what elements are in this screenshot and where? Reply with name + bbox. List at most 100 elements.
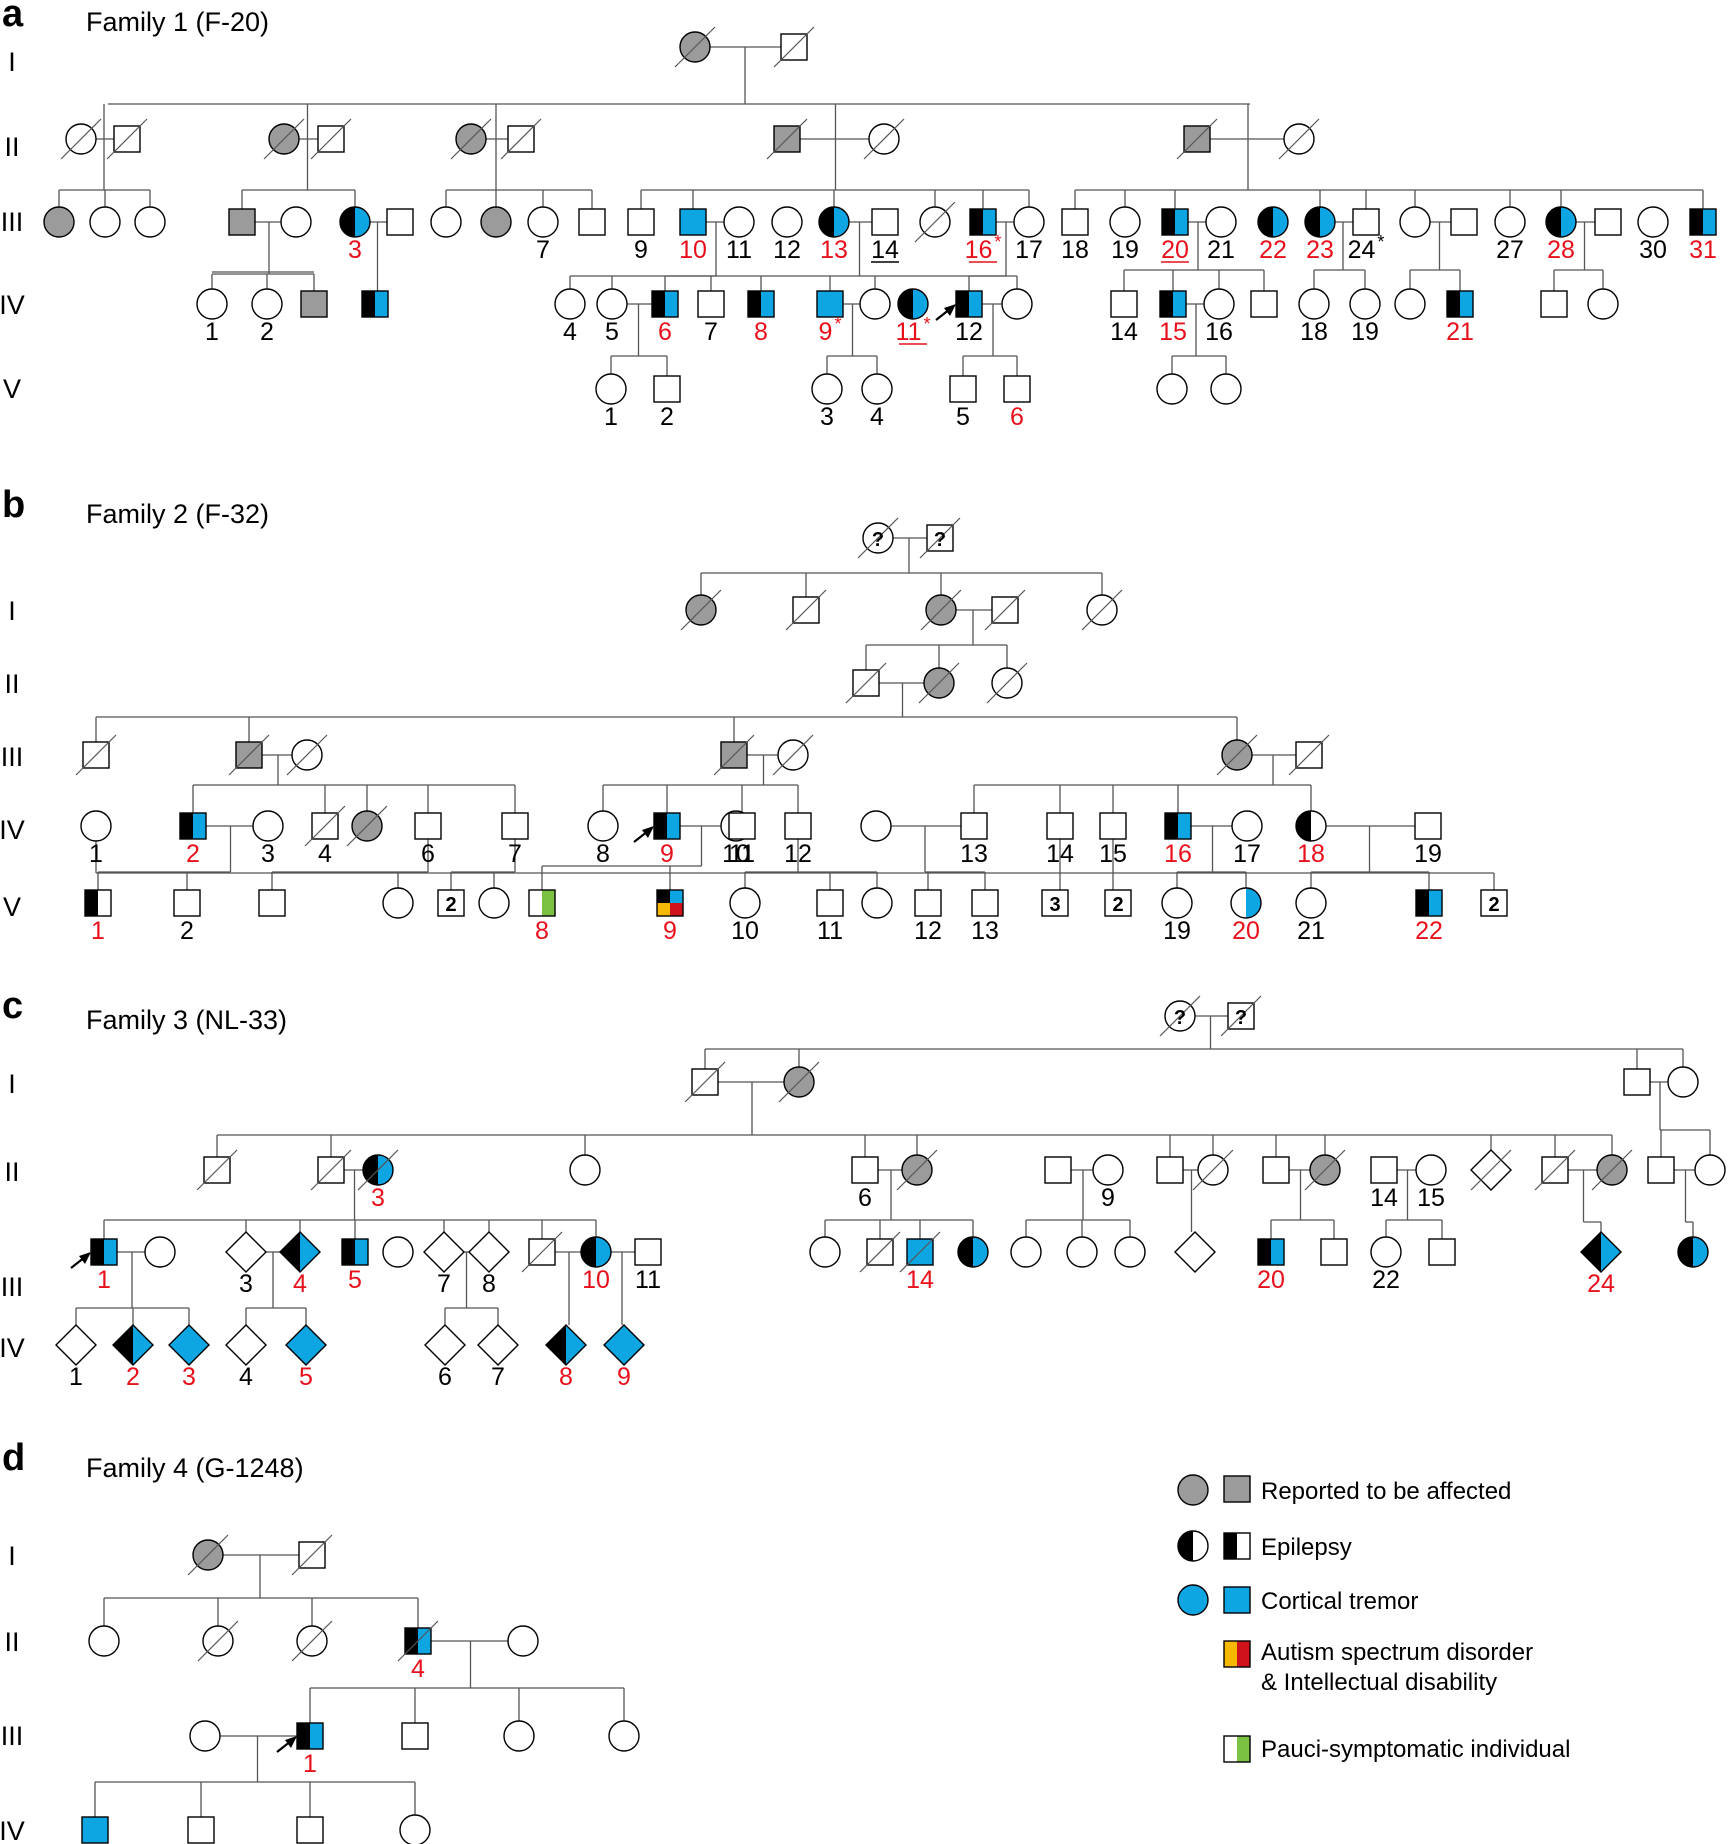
individual-female xyxy=(1304,1149,1346,1191)
deceased-slash xyxy=(766,118,808,160)
individual-female: 30 xyxy=(1637,206,1669,264)
individual-male xyxy=(1428,1238,1456,1266)
individual-male: 10 xyxy=(679,208,707,264)
deceased-slash xyxy=(986,662,1028,704)
generation-label: IV xyxy=(0,815,25,845)
deceased-slash xyxy=(863,118,905,160)
individual-id-label: 4 xyxy=(239,1363,253,1391)
individual-id-label: 6 xyxy=(1010,403,1024,431)
individual-male: 2 xyxy=(437,889,465,917)
individual-female: 27 xyxy=(1494,206,1526,264)
individual-male xyxy=(1288,734,1330,776)
individual-female: ? xyxy=(857,517,899,559)
legend-item-pauci: Pauci-symptomatic individual xyxy=(1223,1735,1570,1763)
individual-female xyxy=(772,734,814,776)
individual-female xyxy=(1694,1154,1726,1186)
individual-female xyxy=(1591,1149,1633,1191)
deceased-slash xyxy=(291,1534,333,1576)
individual-id-label: 15 xyxy=(1099,840,1127,868)
individual-sex-unknown: 3 xyxy=(225,1231,267,1298)
symbol-inner-text: 2 xyxy=(1488,894,1499,916)
individual-male xyxy=(578,208,606,236)
generation-label: I xyxy=(8,1541,16,1571)
individual-male xyxy=(1623,1068,1651,1096)
deceased-slash xyxy=(713,734,755,776)
individual-female: 10 xyxy=(729,887,761,945)
individual-male: 3 xyxy=(1041,889,1069,917)
individual-male xyxy=(228,208,256,236)
individual-female xyxy=(187,1534,229,1576)
individual-male: 12 xyxy=(784,812,812,868)
individual-male: 19 xyxy=(1414,812,1442,868)
individual-female xyxy=(1587,288,1619,320)
deceased-slash xyxy=(896,1149,938,1191)
individual-sex-unknown: 8 xyxy=(545,1324,587,1391)
individual-id-label: 12 xyxy=(914,917,942,945)
individual-id-label: 19 xyxy=(1111,236,1139,264)
individual-id-label: 13 xyxy=(960,840,988,868)
legend-square-icon xyxy=(1223,1735,1251,1763)
individual-female: 1 xyxy=(196,288,228,346)
individual-female: 3 xyxy=(252,810,284,868)
individual-male: 14 xyxy=(1110,290,1138,346)
individual-female xyxy=(1066,1236,1098,1268)
individual-id-label: 17 xyxy=(1233,840,1261,868)
asterisk-marker: * xyxy=(994,232,1001,252)
individual-female: 17 xyxy=(1231,810,1263,868)
deceased-slash xyxy=(310,118,352,160)
individual-female xyxy=(569,1154,601,1186)
individual-female: 9 xyxy=(1092,1154,1124,1212)
individual-female: ? xyxy=(1159,995,1201,1037)
individual-male xyxy=(258,889,286,917)
deceased-slash xyxy=(291,1620,333,1662)
individual-id-label: 6 xyxy=(658,318,672,346)
individual-id-label: 12 xyxy=(773,236,801,264)
individual-male: 4 xyxy=(397,1620,439,1683)
individual-female: 3 xyxy=(339,206,371,264)
individual-female: 20 xyxy=(1230,887,1262,945)
deceased-slash xyxy=(845,662,887,704)
individual-female: 22 xyxy=(1257,206,1289,264)
legend-label: Reported to be affected xyxy=(1261,1478,1511,1505)
individual-male xyxy=(196,1149,238,1191)
individual-male: 31 xyxy=(1689,208,1717,264)
individual-id-label: 9* xyxy=(819,314,842,346)
individual-sex-unknown: 4 xyxy=(279,1231,321,1298)
individual-male: 18 xyxy=(1061,208,1089,264)
deceased-slash xyxy=(106,118,148,160)
individual-male: 14 xyxy=(871,208,899,264)
individual-id-label: 7 xyxy=(491,1363,505,1391)
individual-female: 18 xyxy=(1295,810,1327,868)
individual-id-label: 4 xyxy=(293,1270,307,1298)
deceased-slash xyxy=(773,26,815,68)
individual-female: 19 xyxy=(1109,206,1141,264)
individual-male xyxy=(773,26,815,68)
deceased-slash xyxy=(914,201,956,243)
panel-a-header: a Family 1 (F-20) xyxy=(2,0,269,37)
individual-id-label: 17 xyxy=(1015,236,1043,264)
individual-id-label: 14 xyxy=(1110,318,1138,346)
deceased-slash xyxy=(1220,995,1262,1037)
individual-male xyxy=(106,118,148,160)
symbol-inner-text: ? xyxy=(1235,1007,1247,1029)
legend-item-autism: Autism spectrum disorder & Intellectual … xyxy=(1223,1639,1533,1696)
individual-male: 2 xyxy=(653,375,681,431)
asterisk-marker: * xyxy=(923,314,930,334)
individual-female xyxy=(861,887,893,919)
individual-id-label: 19 xyxy=(1163,917,1191,945)
individual-male xyxy=(1156,1156,1184,1184)
proband-arrow-icon xyxy=(633,826,654,843)
individual-id-label: 3 xyxy=(371,1184,385,1212)
individual-female xyxy=(1001,288,1033,320)
individual-id-label: 18 xyxy=(1061,236,1089,264)
symbol-inner-text: ? xyxy=(1174,1007,1186,1029)
individual-id-label: 24 xyxy=(1587,1270,1615,1298)
deceased-slash xyxy=(286,734,328,776)
generation-label: V xyxy=(3,892,21,922)
individual-female: 19 xyxy=(1349,288,1381,346)
individual-female xyxy=(914,201,956,243)
deceased-slash xyxy=(919,517,961,559)
individual-id-label: 20 xyxy=(1232,917,1260,945)
individual-female xyxy=(920,589,962,631)
